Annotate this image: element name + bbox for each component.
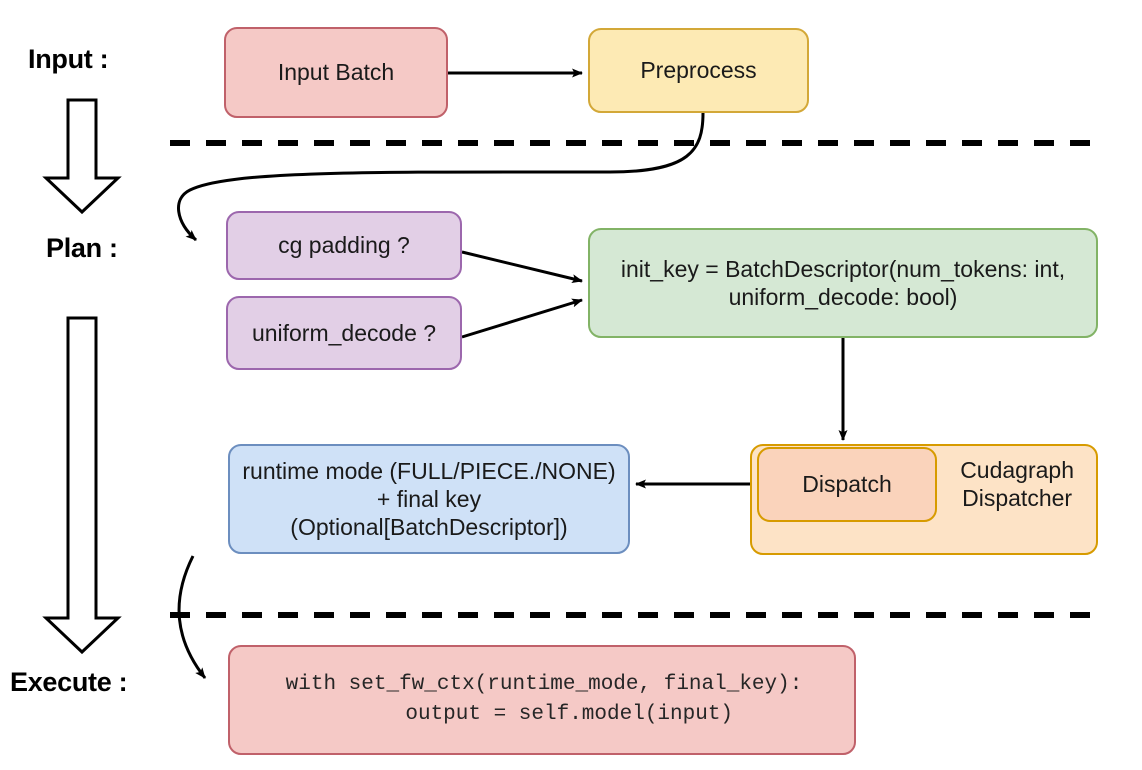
arrow-uniform-decode-to-init-key	[461, 298, 583, 339]
uniform-decode-node[interactable]: uniform_decode ?	[226, 296, 462, 370]
cg-padding-node[interactable]: cg padding ?	[226, 211, 462, 280]
execute-code-node[interactable]: with set_fw_ctx(runtime_mode, final_key)…	[228, 645, 856, 755]
preprocess-node[interactable]: Preprocess	[588, 28, 809, 113]
stage-label-input: Input :	[28, 44, 109, 74]
input-batch-label: Input Batch	[277, 59, 395, 86]
preprocess-label: Preprocess	[640, 57, 757, 84]
init-key-label: init_key = BatchDescriptor(num_tokens: i…	[620, 255, 1066, 310]
uniform-decode-label: uniform_decode ?	[251, 319, 437, 346]
runtime-mode-label: runtime mode (FULL/PIECE./NONE) + final …	[242, 457, 616, 541]
cudagraph-dispatcher-label: Cudagraph Dispatcher	[960, 457, 1074, 512]
arrow-cg-padding-to-init-key	[461, 250, 583, 284]
cg-padding-label: cg padding ?	[278, 232, 410, 259]
dispatch-node[interactable]: Dispatch	[757, 447, 937, 522]
stage-label-plan: Plan :	[46, 233, 118, 263]
arrow-runtime-mode-to-execute-code	[177, 555, 207, 679]
init-key-batchdescriptor-node[interactable]: init_key = BatchDescriptor(num_tokens: i…	[588, 228, 1098, 338]
runtime-mode-node[interactable]: runtime mode (FULL/PIECE./NONE) + final …	[228, 444, 630, 554]
stage-label-execute: Execute :	[10, 667, 128, 697]
execute-code-label: with set_fw_ctx(runtime_mode, final_key)…	[285, 672, 803, 726]
dispatch-label: Dispatch	[802, 471, 892, 498]
stage-flow-arrow-plan-to-execute	[42, 316, 122, 655]
input-batch-node[interactable]: Input Batch	[224, 27, 448, 118]
stage-flow-arrow-input-to-plan	[42, 98, 122, 215]
